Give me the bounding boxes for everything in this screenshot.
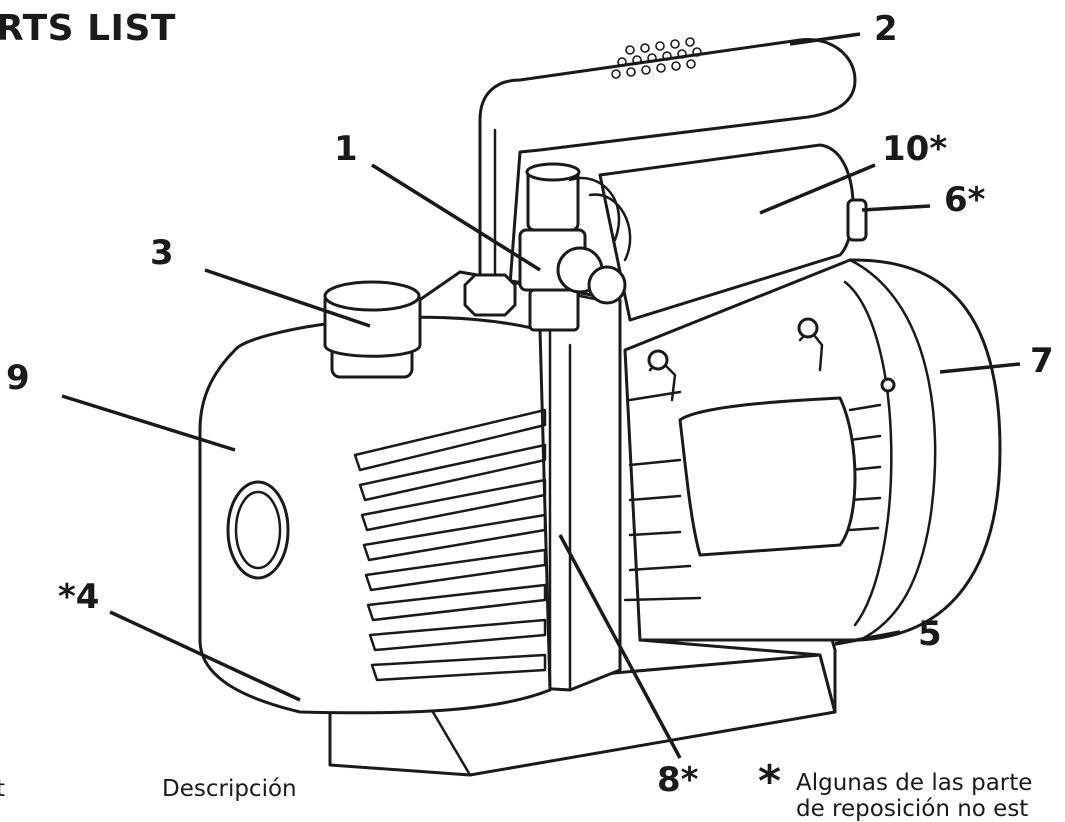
motor-body [623, 258, 1002, 642]
motor-fins [623, 390, 882, 602]
intake-fitting [518, 162, 632, 332]
callout-10: 10* [882, 129, 948, 169]
callout-2: 2 [874, 9, 898, 49]
callout-1: 1 [334, 129, 358, 169]
footnote-line-2: de reposición no est [796, 796, 1029, 822]
callout-leaders [61, 32, 1021, 759]
footnote-line-1: Algunas de las parte [796, 770, 1033, 796]
oil-reservoir [198, 315, 552, 715]
footnote-text: Algunas de las parte de reposición no es… [796, 770, 1032, 822]
table-header-description: Descripción [162, 776, 297, 802]
callout-6: 6* [944, 180, 986, 220]
carry-handle [463, 37, 857, 317]
reservoir-fins [353, 408, 547, 682]
page-title: RTS LIST [0, 8, 176, 49]
callout-7: 7 [1030, 341, 1054, 381]
callout-5: 5 [918, 614, 942, 654]
capacitor-housing [598, 143, 868, 322]
table-header-left: t [0, 776, 6, 802]
footnote-asterisk: * [758, 756, 782, 807]
parts-diagram: RTS LIST [0, 8, 1054, 822]
grip-dots [611, 37, 702, 79]
vacuum-pump-illustration [61, 32, 1021, 777]
callout-8: 8* [657, 760, 699, 800]
oil-fill-cap [323, 280, 422, 379]
callout-9: 9 [6, 358, 30, 398]
callout-4: *4 [58, 577, 100, 617]
callout-3: 3 [150, 233, 174, 273]
